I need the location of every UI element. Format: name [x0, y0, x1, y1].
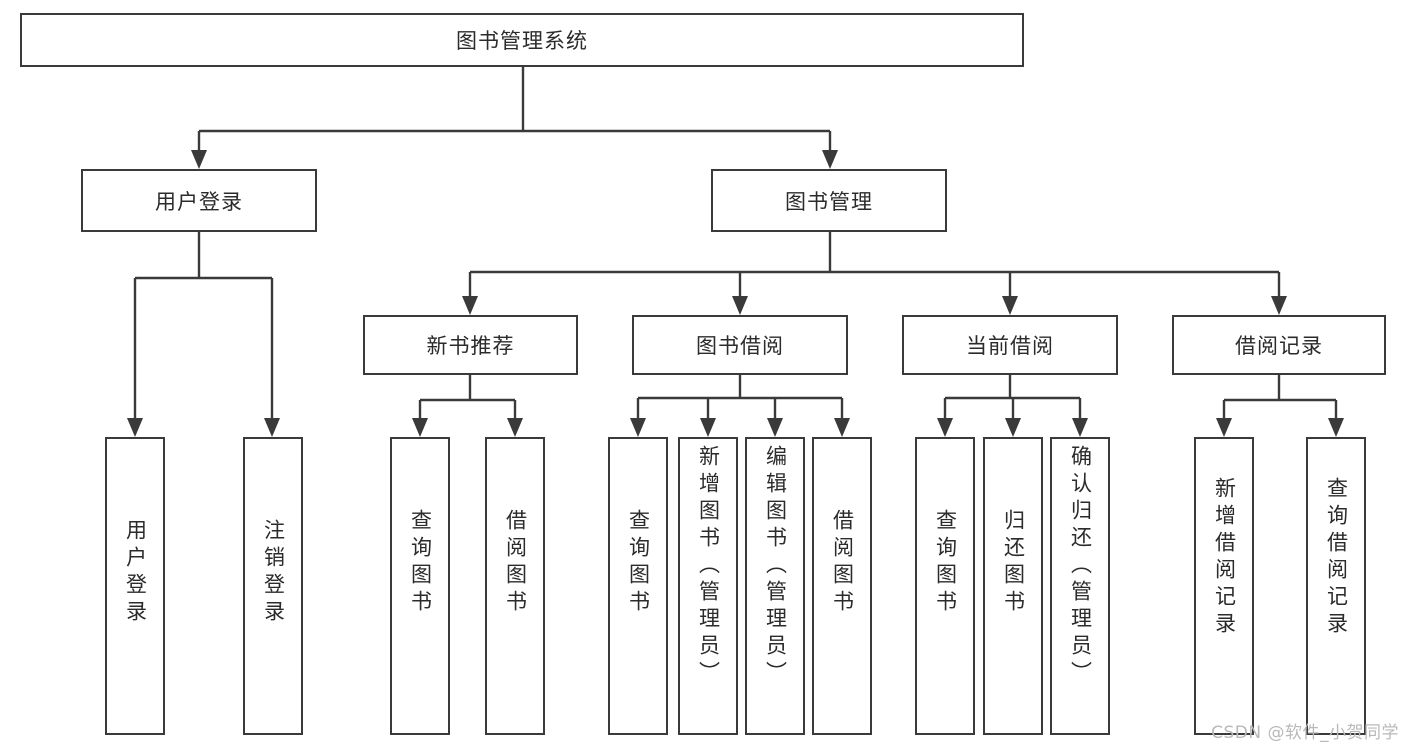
arrowhead-leaf-user-login [127, 418, 143, 437]
leaf-current-return-book[interactable]: 归还图书 [983, 437, 1043, 735]
node-label: 查询图书 [408, 509, 433, 617]
node-label: 用户登录 [155, 189, 243, 214]
node-label: 查询借阅记录 [1324, 477, 1349, 639]
node-label: 查询图书 [626, 509, 651, 617]
arrowhead-recommend-borrow [507, 418, 523, 437]
arrowhead-current-return [1005, 418, 1021, 437]
node-current-borrow[interactable]: 当前借阅 [902, 315, 1118, 375]
leaf-records-add-record[interactable]: 新增借阅记录 [1194, 437, 1254, 735]
node-label: 新书推荐 [426, 334, 515, 358]
node-label: 注销登录 [261, 519, 286, 627]
arrowhead-new-book-recommend [462, 296, 478, 315]
leaf-user-login[interactable]: 用户登录 [105, 437, 165, 735]
arrowhead-records-query [1328, 418, 1344, 437]
leaf-current-confirm-return-admin[interactable]: 确认归还（管理员） [1050, 437, 1110, 735]
node-book-management[interactable]: 图书管理 [711, 169, 947, 232]
node-label: 确认归还（管理员） [1068, 445, 1093, 688]
leaf-logout[interactable]: 注销登录 [243, 437, 303, 735]
node-new-book-recommend[interactable]: 新书推荐 [363, 315, 578, 375]
node-label: 用户登录 [123, 519, 148, 627]
leaf-borrow-add-book-admin[interactable]: 新增图书（管理员） [678, 437, 738, 735]
leaf-borrow-query-book[interactable]: 查询图书 [608, 437, 668, 735]
node-label: 新增图书（管理员） [696, 445, 721, 688]
leaf-borrow-edit-book-admin[interactable]: 编辑图书（管理员） [745, 437, 805, 735]
arrowhead-current-query [937, 418, 953, 437]
arrowhead-borrow-query [630, 418, 646, 437]
node-label: 借阅记录 [1235, 334, 1323, 358]
arrowhead-leaf-logout [264, 418, 280, 437]
node-book-borrow[interactable]: 图书借阅 [632, 315, 848, 375]
node-label: 归还图书 [1001, 509, 1026, 617]
node-label: 新增借阅记录 [1212, 477, 1237, 639]
node-root-system[interactable]: 图书管理系统 [20, 13, 1024, 67]
leaf-recommend-borrow-book[interactable]: 借阅图书 [485, 437, 545, 735]
arrowhead-book-mgmt [822, 150, 838, 169]
node-label: 图书管理 [785, 189, 873, 214]
node-label: 借阅图书 [503, 509, 528, 617]
node-label: 借阅图书 [830, 509, 855, 617]
leaf-current-query-book[interactable]: 查询图书 [915, 437, 975, 735]
arrowhead-current-borrow [1002, 296, 1018, 315]
arrowhead-borrow-edit [767, 418, 783, 437]
node-label: 编辑图书（管理员） [763, 445, 788, 688]
arrowhead-current-confirm [1072, 418, 1088, 437]
leaf-records-query-record[interactable]: 查询借阅记录 [1306, 437, 1366, 735]
arrowhead-borrow-add [700, 418, 716, 437]
leaf-recommend-query-book[interactable]: 查询图书 [390, 437, 450, 735]
node-borrow-records[interactable]: 借阅记录 [1172, 315, 1386, 375]
node-user-login[interactable]: 用户登录 [81, 169, 317, 232]
arrowhead-recommend-query [412, 418, 428, 437]
arrowhead-borrow-records [1271, 296, 1287, 315]
node-label: 图书借阅 [696, 334, 784, 358]
leaf-borrow-lend-book[interactable]: 借阅图书 [812, 437, 872, 735]
arrowhead-book-borrow [732, 296, 748, 315]
arrowhead-records-add [1216, 418, 1232, 437]
arrowhead-user-login [191, 150, 207, 169]
arrowhead-borrow-lend [834, 418, 850, 437]
node-label: 当前借阅 [966, 334, 1054, 358]
node-label: 图书管理系统 [456, 29, 588, 53]
node-label: 查询图书 [933, 509, 958, 617]
